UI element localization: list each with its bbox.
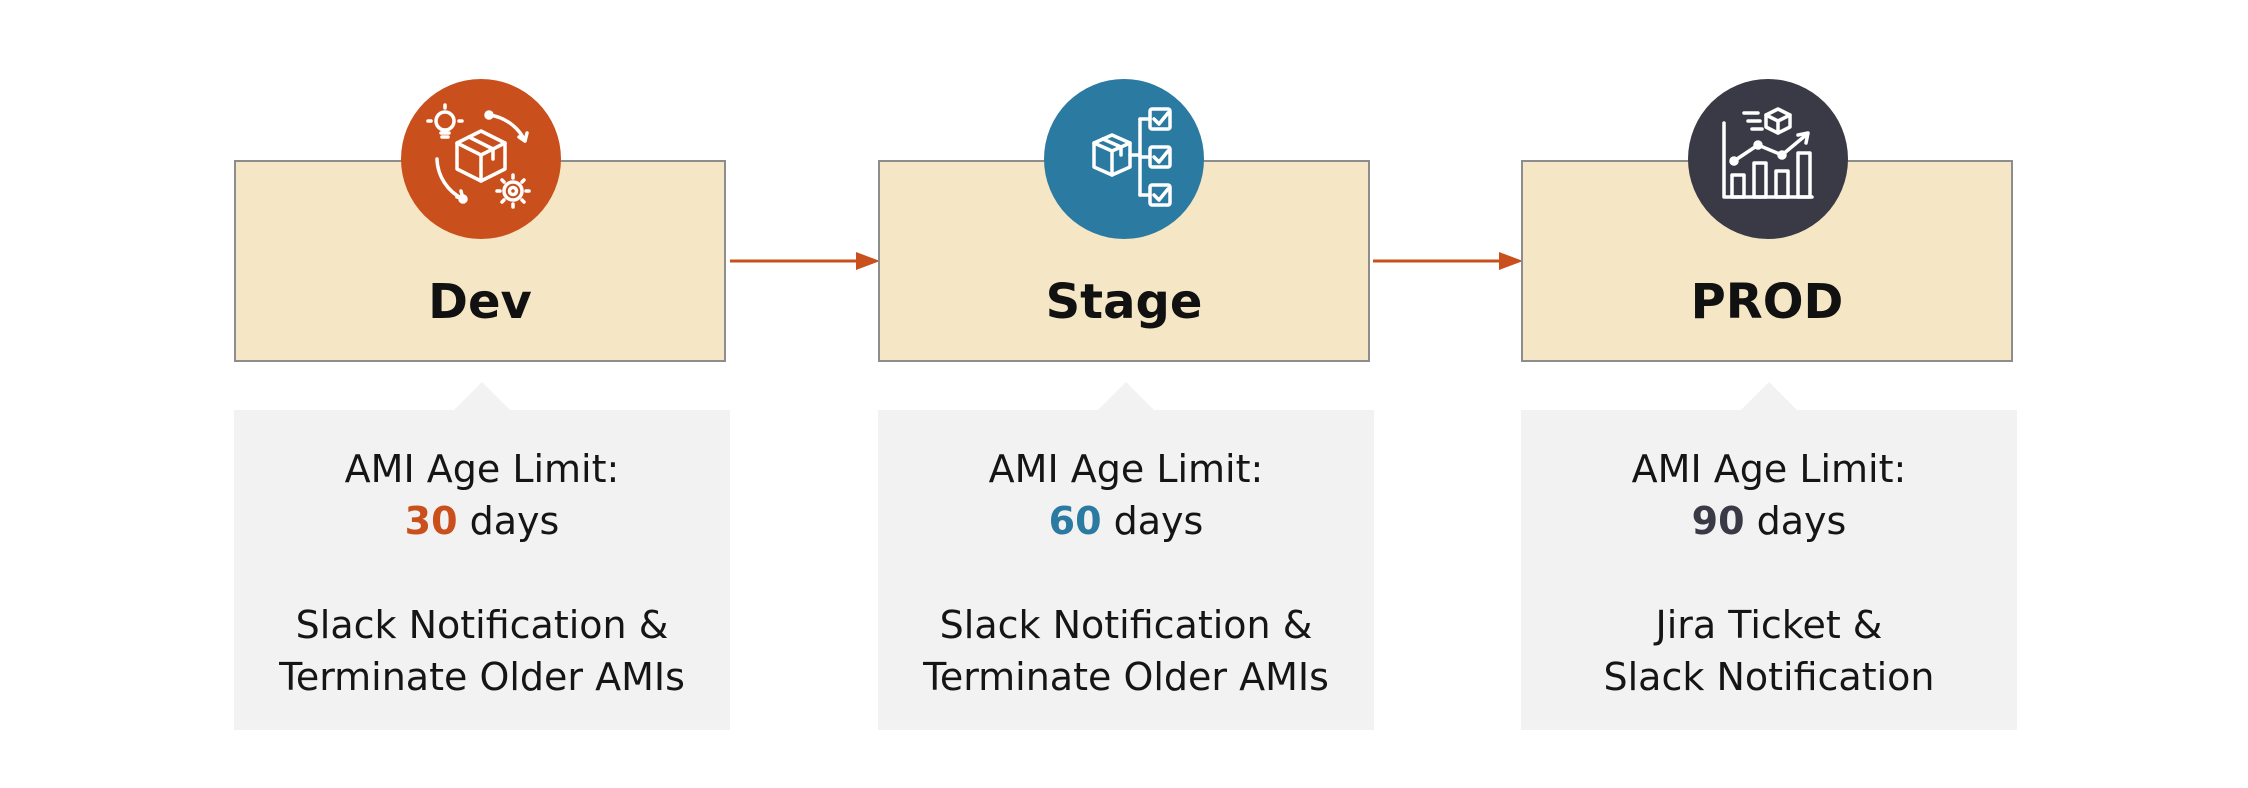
dev-action-line-2: Terminate Older AMIs [279,655,685,699]
dev-title: Dev [428,274,532,330]
prod-info-box: AMI Age Limit: 90 days Jira Ticket & Sla… [1521,382,2017,730]
stage-action-line-1: Slack Notification & [939,603,1313,647]
prod-days: 90 days [1521,496,2017,546]
package-checklist-icon [1092,107,1172,207]
prod-days-unit: days [1756,499,1847,543]
growth-chart-icon [1722,107,1814,199]
prod-title: PROD [1690,274,1844,330]
arrow-dev-to-stage [730,252,880,270]
prod-limit-label: AMI Age Limit: [1631,447,1907,491]
stage-days-unit: days [1113,499,1204,543]
stage-icon-circle [1044,79,1204,239]
prod-days-value: 90 [1691,499,1745,543]
dev-info-box: AMI Age Limit: 30 days Slack Notificatio… [234,382,730,730]
stage-action-line-2: Terminate Older AMIs [923,655,1329,699]
dev-limit-label: AMI Age Limit: [344,447,620,491]
package-cycle-icon [426,103,531,209]
arrow-stage-to-prod [1373,252,1523,270]
stage-days: 60 days [878,496,1374,546]
dev-action-line-1: Slack Notification & [295,603,669,647]
dev-days-value: 30 [404,499,458,543]
stage-info-box: AMI Age Limit: 60 days Slack Notificatio… [878,382,1374,730]
stage-title: Stage [1045,274,1203,330]
dev-days: 30 days [234,496,730,546]
prod-icon-circle [1688,79,1848,239]
prod-action-line-1: Jira Ticket & [1655,603,1883,647]
prod-action-line-2: Slack Notification [1603,655,1935,699]
stage-days-value: 60 [1048,499,1102,543]
stage-limit-label: AMI Age Limit: [988,447,1264,491]
dev-icon-circle [401,79,561,239]
dev-days-unit: days [469,499,560,543]
